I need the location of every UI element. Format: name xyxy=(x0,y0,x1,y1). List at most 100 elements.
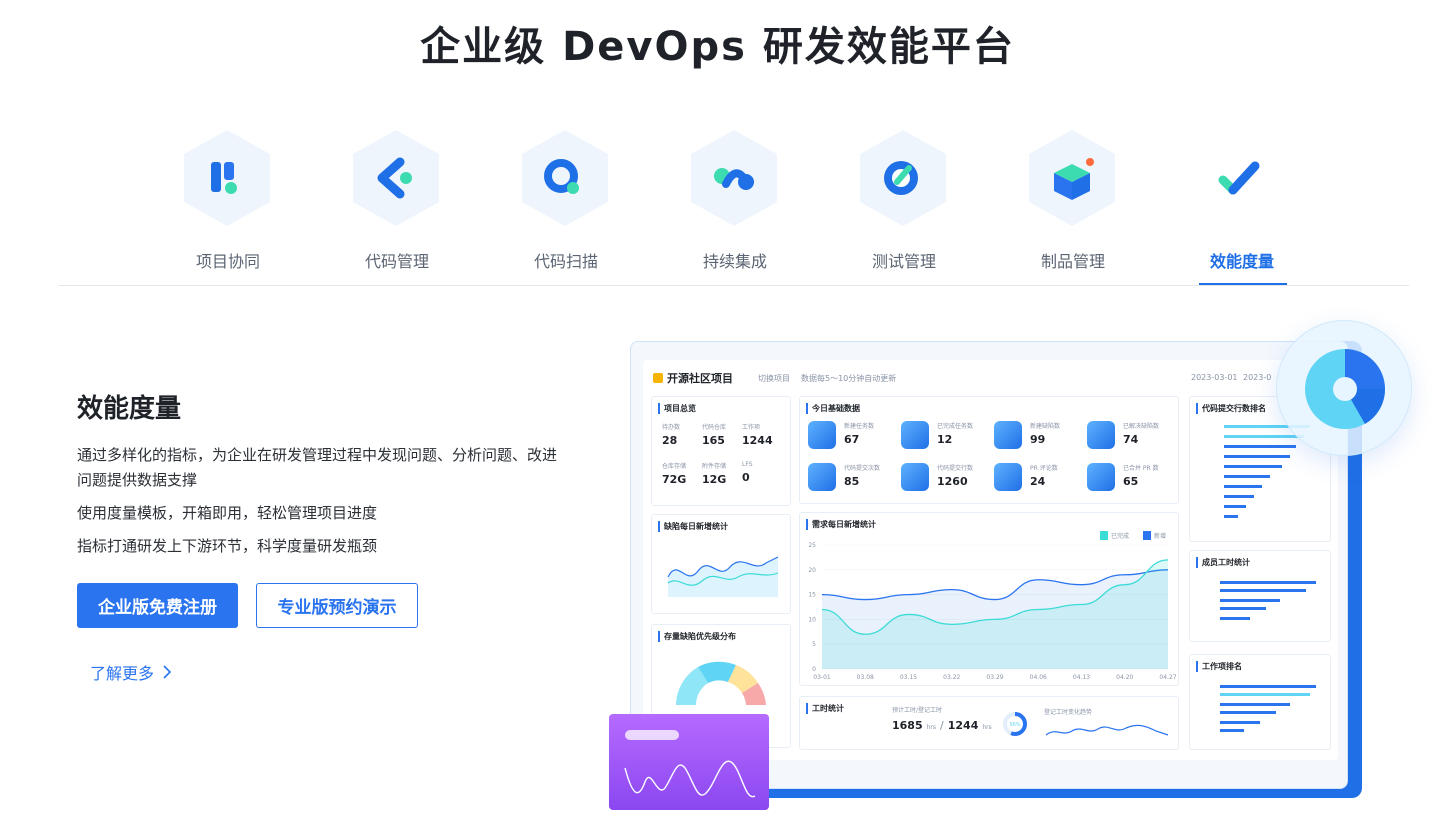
workitem-rank-bars xyxy=(1220,685,1316,732)
x-tick-label: 03.29 xyxy=(986,674,1003,681)
section-desc-1: 通过多样化的指标，为企业在研发管理过程中发现问题、分析问题、改进问题提供数据支撑 xyxy=(77,446,558,489)
y-tick-label: 20 xyxy=(808,567,816,574)
project-collab-icon xyxy=(211,162,237,194)
x-tick-label: 04.27 xyxy=(1159,674,1176,681)
commit-icon xyxy=(808,463,836,491)
worktime-panel: 工时统计 预计工时/登记工时 1685 hrs / 1244 hrs 56% 登… xyxy=(799,696,1179,750)
stat-label: 仓库存储 xyxy=(662,463,687,470)
series-line-0 xyxy=(821,569,1169,601)
section-title: 效能度量 xyxy=(77,394,182,424)
code-manage-icon xyxy=(377,157,412,199)
task-icon xyxy=(808,421,836,449)
x-tick-label: 03-01 xyxy=(813,674,831,681)
tab-metrics[interactable]: 效能度量 xyxy=(1187,128,1297,286)
today-title: 今日基础数据 xyxy=(806,403,860,414)
y-tick-label: 5 xyxy=(812,641,816,648)
feature-info: 效能度量 通过多样化的指标，为企业在研发管理过程中发现问题、分析问题、改进问题提… xyxy=(77,388,557,684)
tab-project-collab[interactable]: 项目协同 xyxy=(173,128,283,286)
tab-label: 代码扫描 xyxy=(533,252,598,271)
kpi-label: PR 评论数 xyxy=(1030,465,1058,472)
tab-hex-bg xyxy=(353,130,439,226)
stat-value: 0 xyxy=(742,471,750,484)
series-line-1 xyxy=(821,559,1169,635)
y-tick-label: 25 xyxy=(808,542,816,549)
defect-daily-chart xyxy=(667,556,779,597)
kpi-value: 85 xyxy=(844,475,860,488)
kpi-value: 74 xyxy=(1123,433,1139,446)
purple-wave-card xyxy=(609,714,769,810)
demand-daily-title: 需求每日新增统计 xyxy=(806,519,876,530)
defect-daily-panel: 缺陷每日新增统计 xyxy=(651,514,791,614)
defect-priority-donut xyxy=(676,661,766,705)
task-done-icon xyxy=(901,421,929,449)
demand-legend: 已完成 新增 xyxy=(1099,531,1166,540)
kpi-value: 12 xyxy=(937,433,953,446)
ci-icon xyxy=(714,168,754,190)
pr-comment-icon xyxy=(994,463,1022,491)
member-worktime-panel: 成员工时统计 xyxy=(1189,550,1331,642)
learn-more-label: 了解更多 xyxy=(90,664,155,683)
pie-chart-icon xyxy=(1305,349,1386,429)
stat-value: 12G xyxy=(702,473,727,486)
stat-label: 代码仓库 xyxy=(702,424,727,431)
section-desc-2: 使用度量模板，开箱即用，轻松管理项目进度 xyxy=(77,504,378,522)
worktime-percent: 56% xyxy=(1009,722,1020,728)
date-to[interactable]: 2023-0 xyxy=(1243,373,1272,382)
product-tabs: 项目协同 代码管理 代码扫描 xyxy=(143,128,1323,288)
x-tick-label: 04.06 xyxy=(1030,674,1047,681)
stat-value: 1244 xyxy=(742,434,773,447)
tab-artifact-manage[interactable]: 制品管理 xyxy=(1018,128,1128,286)
date-from[interactable]: 2023-03-01 xyxy=(1191,373,1238,382)
kpi-value: 67 xyxy=(844,433,860,446)
worktime-progress-ring: 56% xyxy=(1003,712,1027,736)
legend-item-new: 新增 xyxy=(1142,531,1166,540)
stat-item: 工作项 1244 xyxy=(742,422,782,447)
refresh-note: 数据每5～10分钟自动更新 xyxy=(801,374,897,383)
chevron-right-icon xyxy=(163,665,172,679)
worktime-values: 1685 hrs / 1244 hrs xyxy=(892,719,992,732)
dashboard-project-title: 开源社区项目 xyxy=(653,370,733,386)
kpi-value: 1260 xyxy=(937,475,968,488)
tab-ci[interactable]: 持续集成 xyxy=(680,128,790,286)
enterprise-register-button[interactable]: 企业版免费注册 xyxy=(77,583,238,628)
worktime-trend-line xyxy=(1045,724,1169,736)
stat-item: LFS 0 xyxy=(742,461,782,486)
kpi-label: 代码提交行数 xyxy=(937,465,974,472)
learn-more-link[interactable]: 了解更多 xyxy=(90,660,557,684)
stat-label: 待办数 xyxy=(662,424,681,431)
purple-card-bar xyxy=(625,730,679,740)
stat-label: 工作项 xyxy=(742,424,761,431)
kpi-item: 代码提交行数 1260 xyxy=(901,461,991,495)
code-scan-icon xyxy=(544,159,579,194)
bug-icon xyxy=(994,421,1022,449)
wave-line-icon xyxy=(624,760,756,798)
kpi-label: 新建任务数 xyxy=(844,423,875,430)
tab-label: 效能度量 xyxy=(1209,252,1274,271)
test-manage-icon xyxy=(884,161,918,195)
kpi-label: 已合并 PR 数 xyxy=(1123,465,1159,472)
x-tick-label: 03.22 xyxy=(943,674,960,681)
cta-buttons: 企业版免费注册 专业版预约演示 xyxy=(77,583,557,628)
pro-demo-button[interactable]: 专业版预约演示 xyxy=(256,583,418,628)
x-tick-label: 04.20 xyxy=(1116,674,1133,681)
active-tab-indicator xyxy=(1199,283,1287,286)
tab-test-manage[interactable]: 测试管理 xyxy=(849,128,959,286)
stat-value: 28 xyxy=(662,434,678,447)
worktime-divider: / xyxy=(940,719,944,732)
switch-project-link[interactable]: 切换项目 xyxy=(758,374,790,383)
code-lines-icon xyxy=(901,463,929,491)
x-tick-label: 03.08 xyxy=(857,674,874,681)
tabs-divider xyxy=(59,285,1409,286)
kpi-item: 新建任务数 67 xyxy=(808,419,898,453)
stat-label: LFS xyxy=(742,461,753,468)
tab-label: 测试管理 xyxy=(871,252,936,271)
tab-code-manage[interactable]: 代码管理 xyxy=(342,128,452,286)
tab-code-scan[interactable]: 代码扫描 xyxy=(511,128,621,286)
x-tick-label: 03.15 xyxy=(900,674,917,681)
worktime-trend-label: 登记工时变化趋势 xyxy=(1044,709,1093,716)
